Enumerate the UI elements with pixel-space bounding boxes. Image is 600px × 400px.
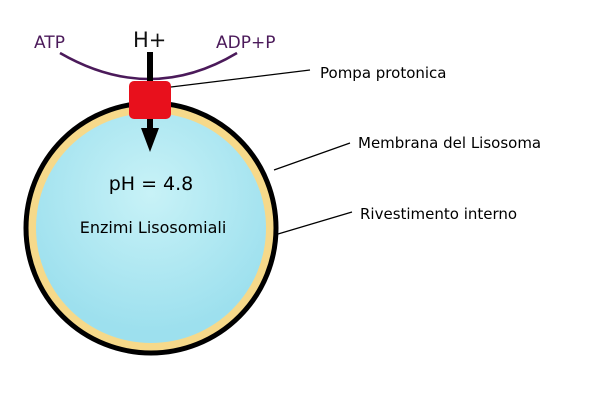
lysosome-lumen [36,113,266,343]
atp-label: ATP [34,33,65,53]
lining-label: Rivestimento interno [360,205,517,223]
lining-leader [277,211,353,235]
ph-label: pH = 4.8 [109,173,194,195]
enzymes-label: Enzimi Lisosomiali [80,218,227,237]
membrane-label: Membrana del Lisosoma [358,134,541,152]
proton-pump [129,81,171,119]
pump-label: Pompa protonica [320,64,447,82]
hplus-label: H+ [133,28,166,52]
adp-label: ADP+P [216,33,275,53]
membrane-leader [273,142,351,171]
proton-arrow-head [141,128,159,152]
pump-leader [170,69,311,88]
